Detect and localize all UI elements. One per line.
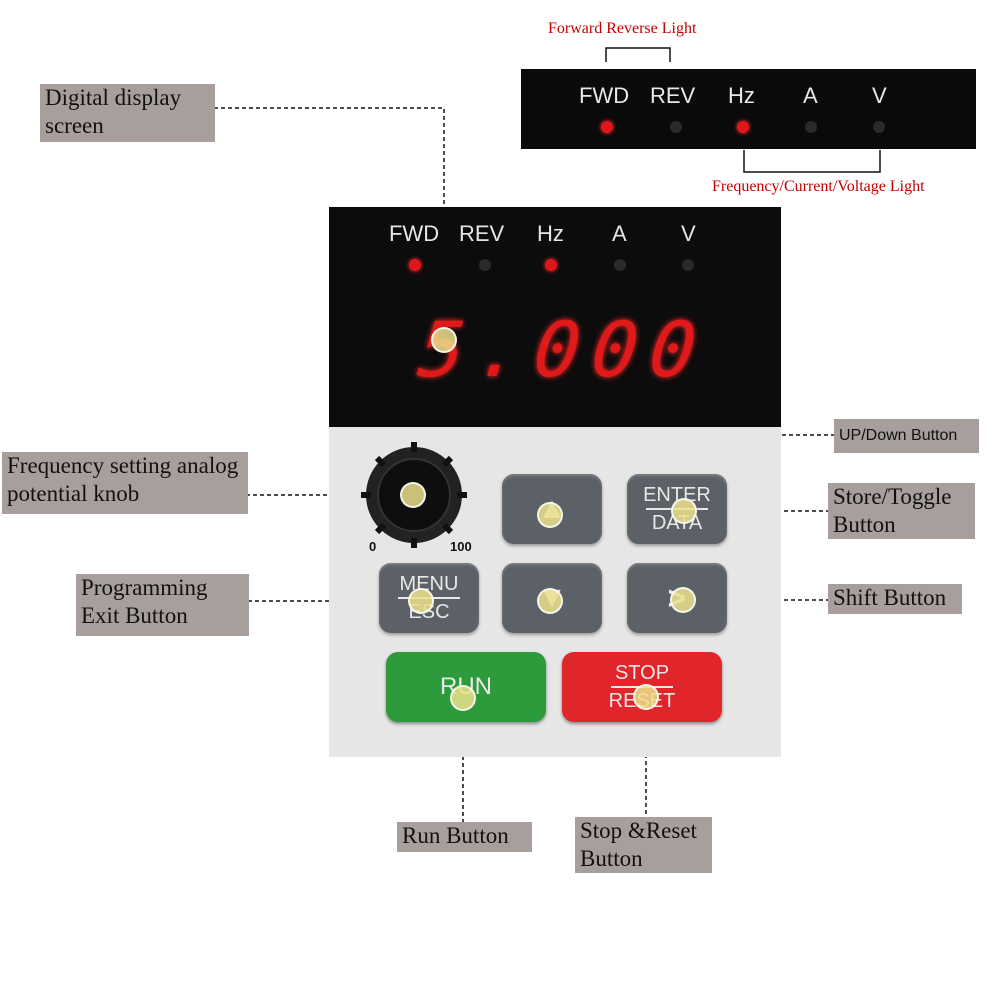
bracket-fwd-rev: [605, 47, 671, 62]
callout-stop: Stop &Reset Button: [575, 817, 712, 873]
marker-down: [537, 588, 563, 614]
label-rev: REV: [459, 221, 505, 246]
inset-label-fwd: FWD: [579, 83, 630, 108]
inset-caption-freq-current-voltage: Frequency/Current/Voltage Light: [712, 178, 925, 195]
stop-reset-button[interactable]: STOP RESET: [562, 652, 722, 722]
inset-led-rev: [670, 121, 682, 133]
label-hz: Hz: [537, 221, 564, 246]
indicator-strip-inset: FWD REV Hz A V: [521, 69, 976, 149]
bracket-hz-a-v: [743, 150, 881, 173]
knob-max-label: 100: [450, 539, 472, 554]
callout-updown: UP/Down Button: [834, 419, 979, 453]
inset-led-fwd: [601, 121, 613, 133]
led-hz: [545, 259, 557, 271]
display-panel: FWD REV Hz A V 5.000: [329, 207, 781, 427]
led-rev: [479, 259, 491, 271]
enter-label: ENTER: [643, 484, 711, 506]
marker-enter: [671, 498, 697, 524]
led-fwd: [409, 259, 421, 271]
inset-led-hz: [737, 121, 749, 133]
inset-led-a: [805, 121, 817, 133]
inset-led-v: [873, 121, 885, 133]
inset-label-hz: Hz: [728, 83, 755, 108]
callout-run: Run Button: [397, 822, 532, 852]
callout-display: Digital display screen: [40, 84, 215, 142]
led-a: [614, 259, 626, 271]
marker-stop: [633, 684, 659, 710]
knob-min-label: 0: [369, 539, 377, 554]
callout-shift: Shift Button: [828, 584, 962, 614]
marker-knob: [400, 482, 426, 508]
led-v: [682, 259, 694, 271]
marker-shift: [670, 587, 696, 613]
inset-caption-forward-reverse: Forward Reverse Light: [548, 20, 697, 37]
marker-display: [431, 327, 457, 353]
label-v: V: [681, 221, 696, 246]
callout-knob: Frequency setting analog potential knob: [2, 452, 248, 514]
label-fwd: FWD: [389, 221, 440, 246]
inset-label-a: A: [803, 83, 818, 108]
marker-menu: [408, 588, 434, 614]
marker-run: [450, 685, 476, 711]
inset-label-rev: REV: [650, 83, 696, 108]
marker-up: [537, 502, 563, 528]
label-a: A: [612, 221, 627, 246]
callout-menu: Programming Exit Button: [76, 574, 249, 636]
stop-label: STOP: [614, 662, 670, 684]
inset-label-v: V: [872, 83, 887, 108]
callout-enter: Store/Toggle Button: [828, 483, 975, 539]
seven-segment-display: 5.000: [414, 305, 713, 394]
